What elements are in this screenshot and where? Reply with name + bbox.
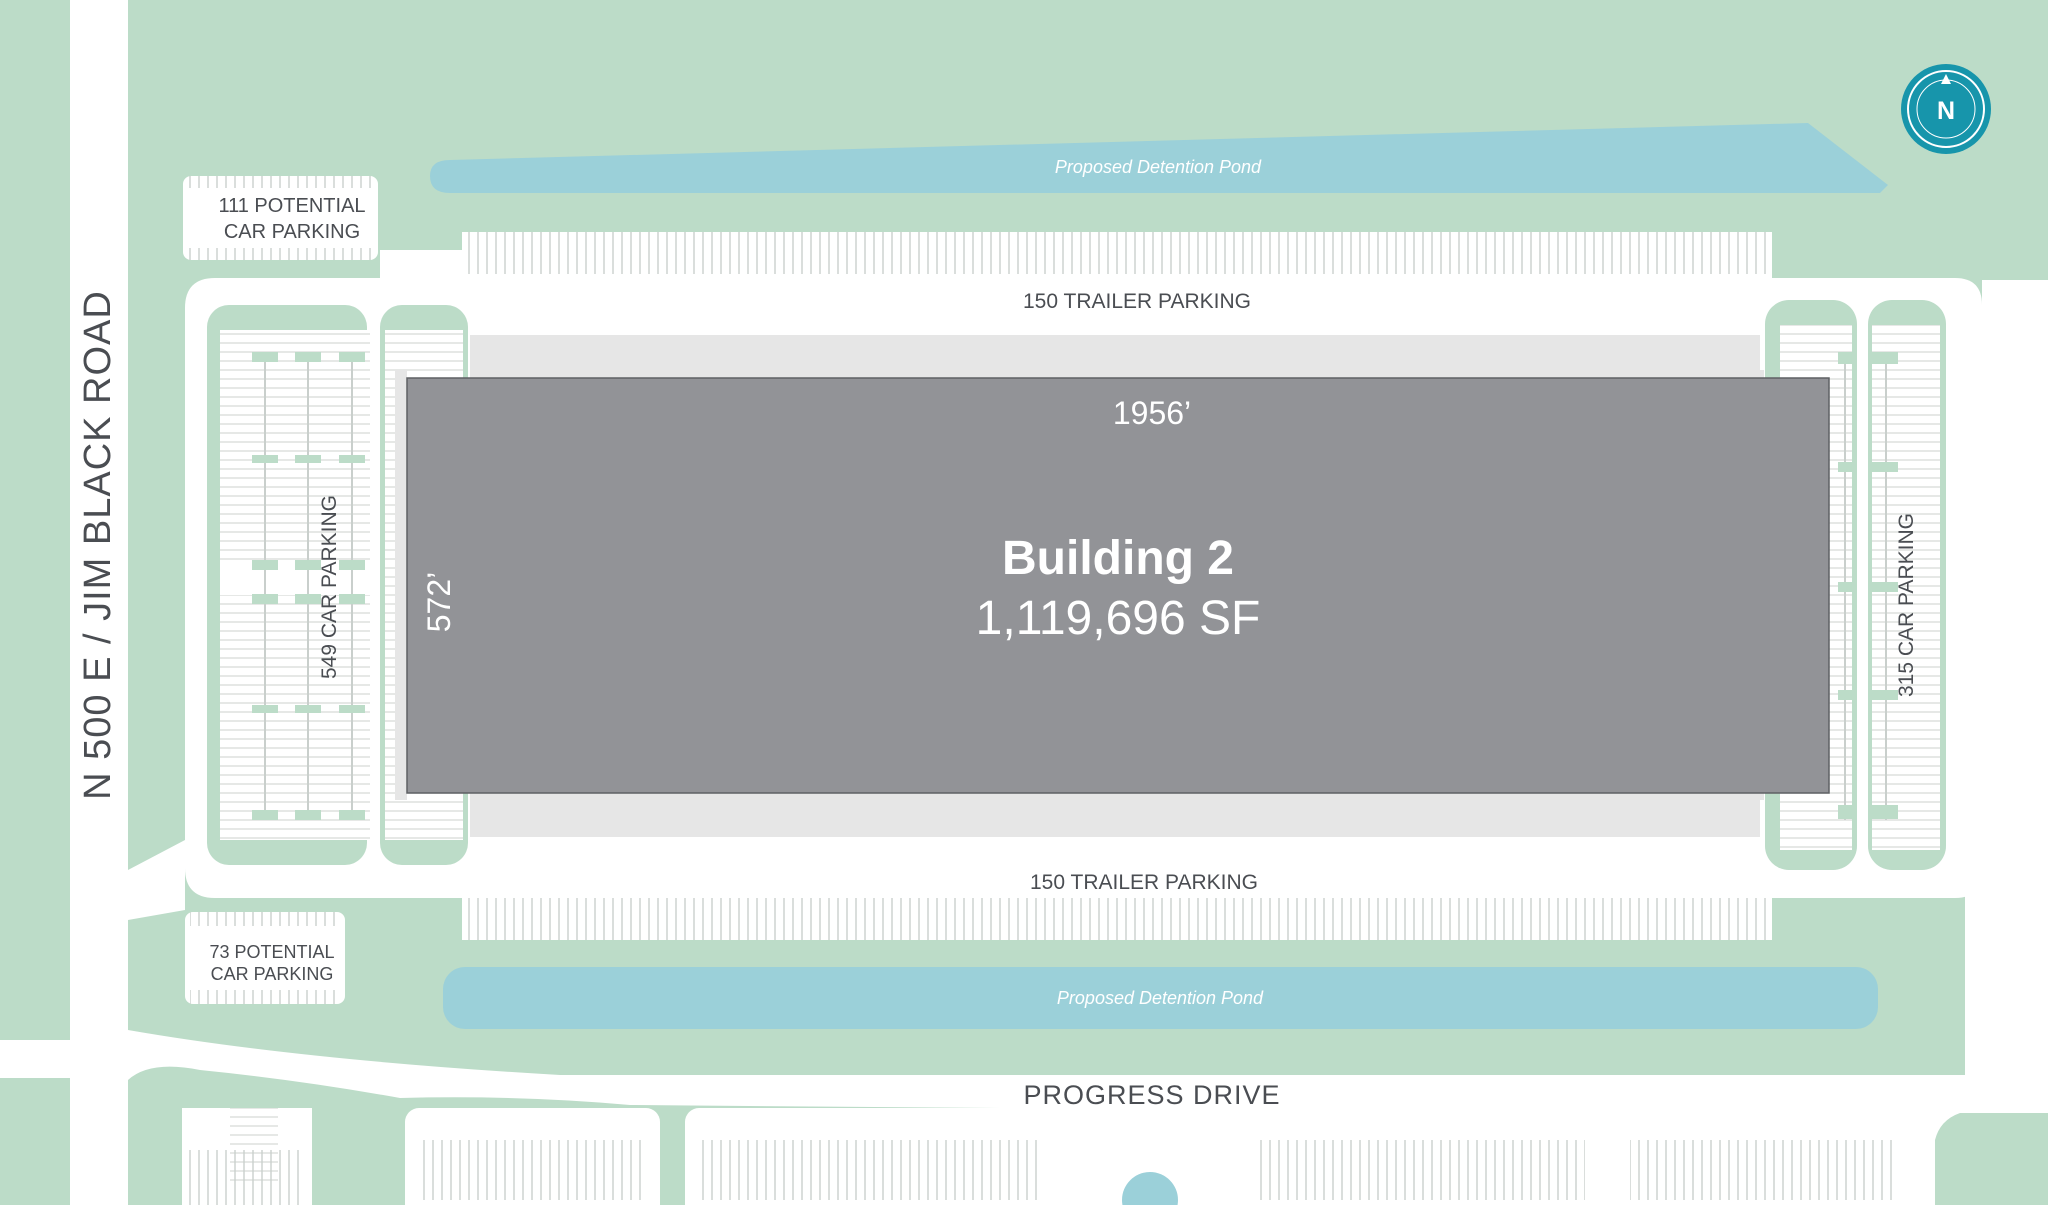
road-south-label: PROGRESS DRIVE — [1023, 1080, 1280, 1110]
car-parking-east-label: 315 CAR PARKING — [1895, 513, 1918, 697]
sw-potential-parking-lot — [185, 912, 345, 1004]
compass-north-letter: N — [1937, 97, 1955, 125]
nw-potential-parking-line2: CAR PARKING — [224, 221, 360, 243]
south-offsite-parking — [182, 1108, 1910, 1205]
building-depth-label: 572’ — [421, 572, 457, 633]
building-name: Building 2 — [1002, 532, 1234, 585]
building-2-footprint — [406, 377, 1830, 794]
sw-potential-parking-line1: 73 POTENTIAL — [209, 942, 334, 962]
building-area: 1,119,696 SF — [976, 592, 1261, 645]
road-west-label: N 500 E / JIM BLACK ROAD — [77, 290, 119, 800]
site-entrance — [128, 840, 185, 920]
nw-potential-parking-lot — [183, 176, 378, 260]
nw-potential-parking-line1: 111 POTENTIAL — [218, 195, 365, 217]
west-road — [70, 0, 128, 1205]
trailer-parking-north-label: 150 TRAILER PARKING — [1023, 290, 1251, 313]
building-length-label: 1956’ — [1113, 395, 1191, 431]
south-detention-pond — [443, 967, 1878, 1029]
pond-south-label: Proposed Detention Pond — [1057, 988, 1264, 1008]
sw-potential-parking-line2: CAR PARKING — [211, 964, 334, 984]
car-parking-west-label: 549 CAR PARKING — [318, 495, 341, 679]
north-detention-pond — [430, 123, 1888, 193]
pond-north-label: Proposed Detention Pond — [1055, 157, 1262, 177]
north-arrow-compass: N — [1901, 64, 1991, 154]
east-access-road — [1965, 280, 2048, 1075]
trailer-parking-south-label: 150 TRAILER PARKING — [1030, 871, 1258, 894]
